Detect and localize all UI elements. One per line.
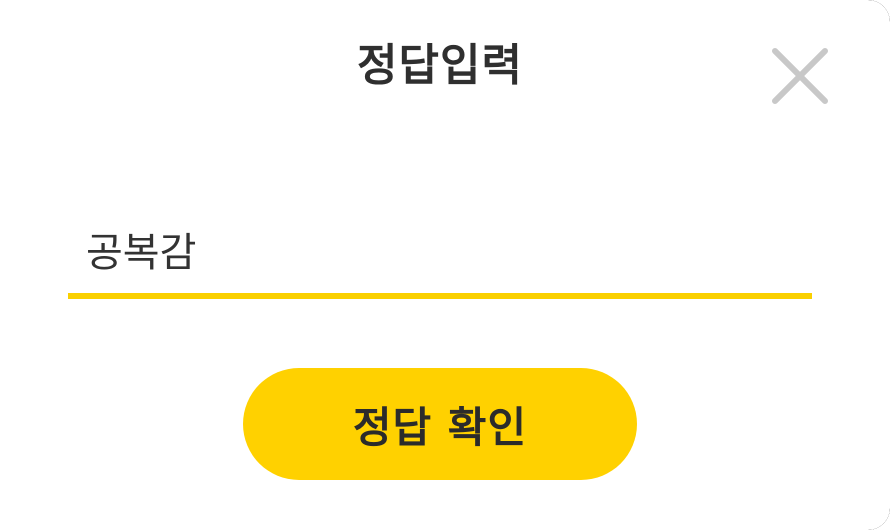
answer-input[interactable] xyxy=(68,205,812,293)
close-icon xyxy=(772,48,828,104)
close-button[interactable] xyxy=(766,42,834,110)
dialog-title: 정답입력 xyxy=(357,40,523,91)
confirm-answer-label: 정답 확인 xyxy=(352,402,528,452)
confirm-answer-button[interactable]: 정답 확인 xyxy=(243,368,637,480)
answer-field xyxy=(68,205,812,299)
answer-underline xyxy=(68,293,812,299)
